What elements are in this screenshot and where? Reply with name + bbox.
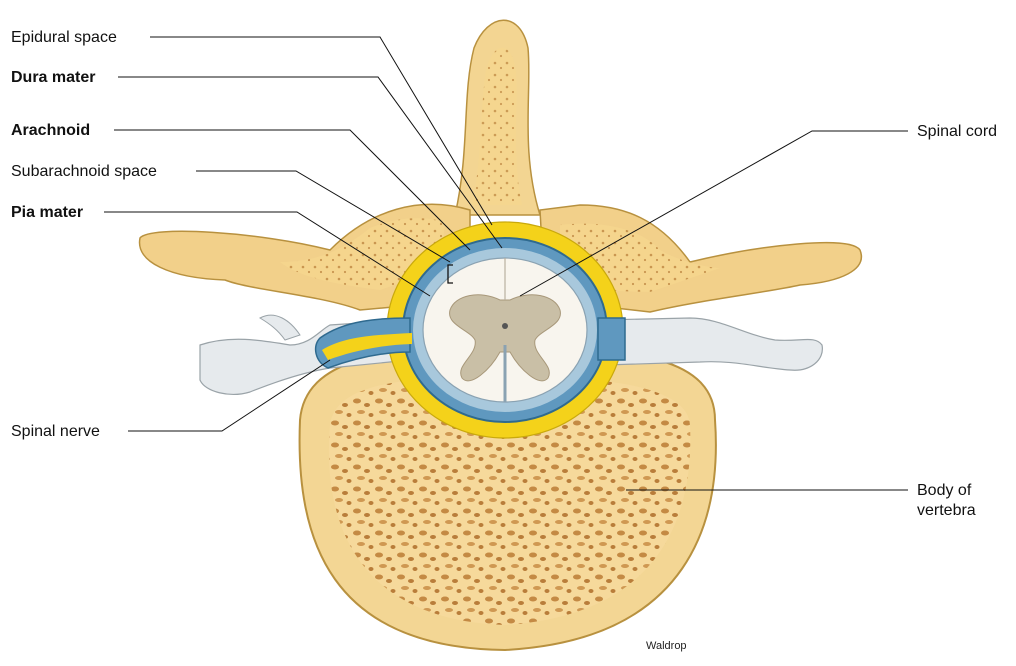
central-canal bbox=[502, 323, 508, 329]
artist-credit: Waldrop bbox=[646, 640, 687, 652]
label-body-of-vertebra-line1: Body of bbox=[917, 481, 971, 500]
label-spinal-nerve: Spinal nerve bbox=[11, 422, 100, 441]
right-meningeal-sleeve bbox=[598, 318, 625, 360]
leader-epidural bbox=[150, 37, 492, 225]
left-nerve-branch-upper bbox=[260, 315, 300, 340]
label-body-of-vertebra-line2: vertebra bbox=[917, 501, 976, 520]
label-arachnoid: Arachnoid bbox=[11, 121, 90, 140]
label-pia-mater: Pia mater bbox=[11, 203, 83, 222]
label-dura-mater: Dura mater bbox=[11, 68, 95, 87]
label-epidural-space: Epidural space bbox=[11, 28, 117, 47]
label-spinal-cord: Spinal cord bbox=[917, 122, 997, 141]
right-spinal-nerve bbox=[600, 318, 822, 370]
label-subarachnoid-space: Subarachnoid space bbox=[11, 162, 157, 181]
